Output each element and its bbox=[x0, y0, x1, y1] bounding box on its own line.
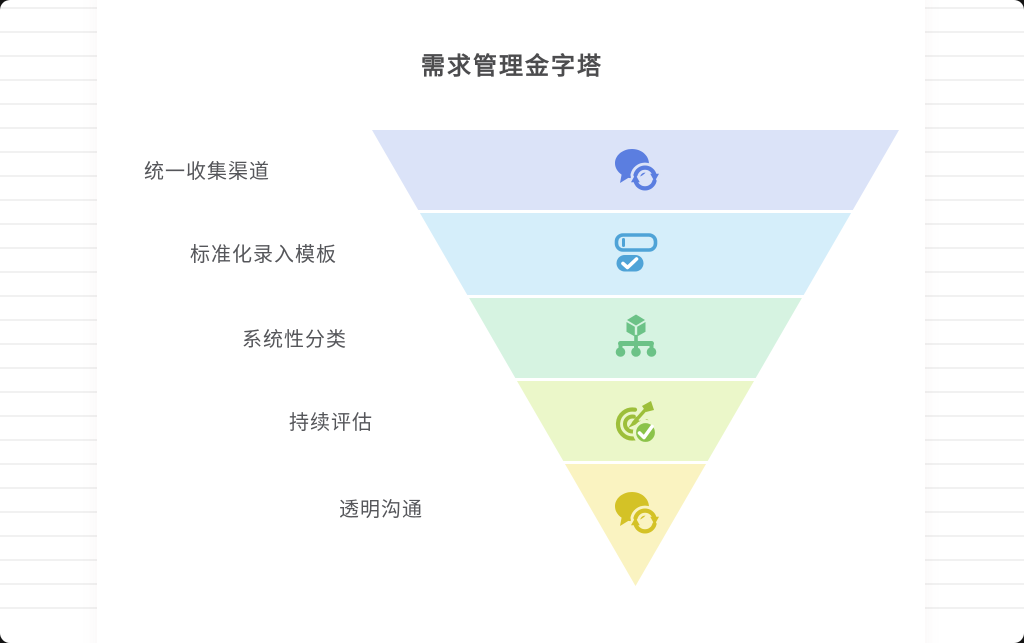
page-title: 需求管理金字塔 bbox=[421, 51, 603, 80]
funnel-level-label: 透明沟通 bbox=[339, 497, 423, 521]
cube-hierarchy-icon bbox=[609, 310, 663, 364]
funnel-level-label: 系统性分类 bbox=[242, 327, 347, 351]
funnel-level-label: 统一收集渠道 bbox=[144, 159, 270, 183]
funnel-level-label: 持续评估 bbox=[289, 410, 373, 434]
funnel bbox=[372, 130, 899, 586]
chat-sync-icon bbox=[609, 142, 663, 196]
funnel-level-2 bbox=[419, 213, 852, 295]
chat-sync-icon bbox=[609, 485, 663, 539]
funnel-level-label: 标准化录入模板 bbox=[190, 242, 337, 266]
target-check-icon bbox=[609, 396, 663, 450]
input-check-icon bbox=[609, 226, 663, 280]
